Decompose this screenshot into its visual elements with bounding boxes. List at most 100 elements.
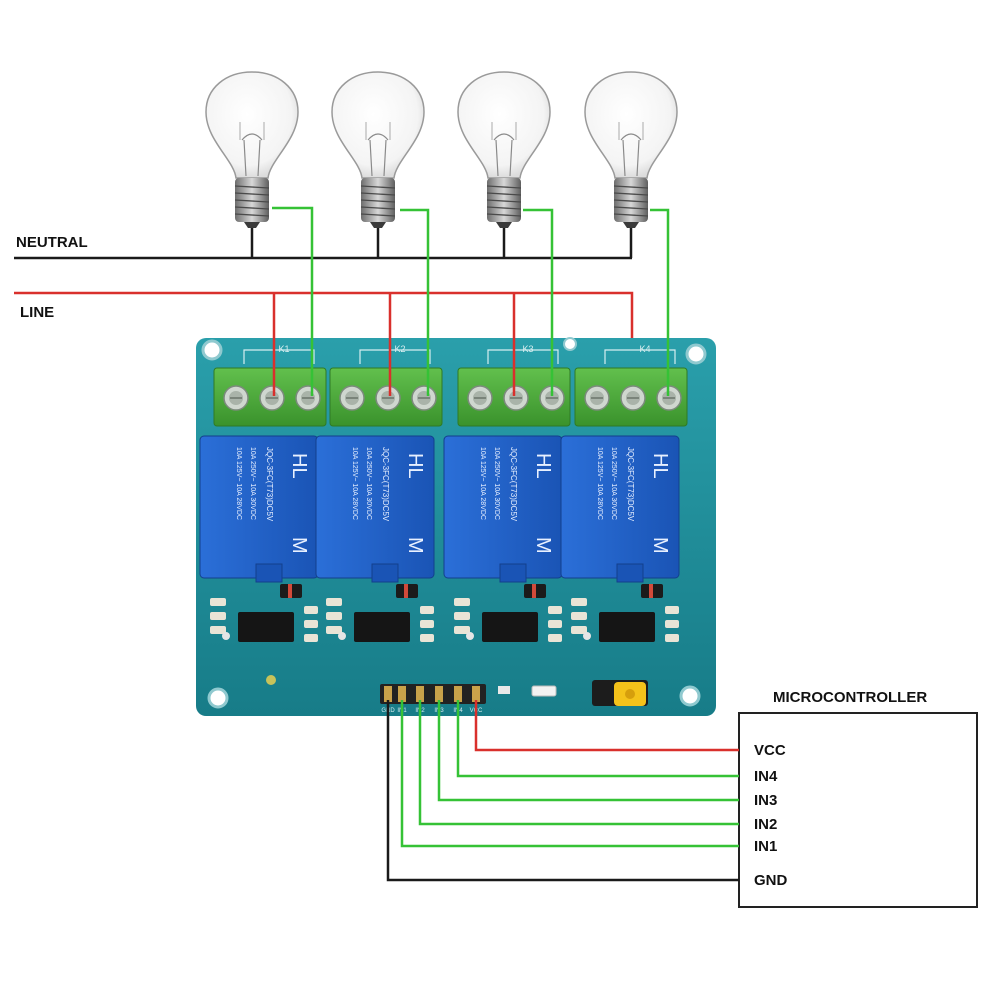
smd-resistor xyxy=(420,606,434,614)
header-pin xyxy=(384,686,392,702)
wire-vcc xyxy=(474,700,739,752)
optocoupler xyxy=(599,612,655,642)
line-drops xyxy=(272,293,516,396)
relay-logo: M xyxy=(404,537,426,554)
smd-resistor xyxy=(326,612,342,620)
relay-rating-1: 10A 250V~ 10A 30VDC xyxy=(249,447,256,520)
relay-id-label: K4 xyxy=(639,344,650,354)
microcontroller-box xyxy=(738,712,978,908)
relay-rating-1: 10A 250V~ 10A 30VDC xyxy=(365,447,372,520)
bulb-glass xyxy=(331,71,425,179)
mounting-hole xyxy=(201,339,223,361)
indicator-led xyxy=(338,632,346,640)
wire-in2 xyxy=(418,700,739,826)
smd-resistor xyxy=(304,606,318,614)
smd-resistor xyxy=(548,606,562,614)
smd-resistor xyxy=(304,620,318,628)
header-pin xyxy=(398,686,406,702)
smd-resistor xyxy=(210,612,226,620)
smd-resistor xyxy=(420,620,434,628)
bulb-filament xyxy=(620,133,642,177)
bulb-screw-base xyxy=(235,178,269,222)
smd-resistor xyxy=(571,598,587,606)
smd-resistor xyxy=(420,634,434,642)
smd-resistor xyxy=(454,626,470,634)
smd-resistor xyxy=(304,634,318,642)
relay-rating-2: 10A 125V~ 10A 28VDC xyxy=(235,447,242,520)
optocoupler xyxy=(354,612,410,642)
smd-resistor xyxy=(454,612,470,620)
relay-model: JQC-3FC(T73)DC5V xyxy=(265,447,274,522)
line-label: LINE xyxy=(20,304,54,321)
light-bulb xyxy=(331,71,425,258)
mcu-pin-in2: IN2 xyxy=(754,816,777,833)
wire-in4 xyxy=(456,700,739,778)
smd-resistor xyxy=(454,598,470,606)
mcu-pin-vcc: VCC xyxy=(754,742,786,759)
bulb-filament xyxy=(367,133,389,177)
indicator-led xyxy=(466,632,474,640)
indicator-led xyxy=(583,632,591,640)
bulb-filament xyxy=(493,133,515,177)
smd-resistor xyxy=(326,626,342,634)
relay-id-label: K2 xyxy=(394,344,405,354)
smd-resistor xyxy=(665,606,679,614)
bulb-screw-base xyxy=(487,178,521,222)
optocoupler xyxy=(482,612,538,642)
smd-resistor xyxy=(571,612,587,620)
signal-wires xyxy=(386,700,739,882)
smd-resistor xyxy=(326,598,342,606)
relay-brand: HL xyxy=(532,453,554,479)
mcu-pin-in4: IN4 xyxy=(754,768,778,785)
wire-in3 xyxy=(437,700,739,802)
relay-brand: HL xyxy=(649,453,671,479)
mounting-hole xyxy=(679,685,701,707)
relay-rating-2: 10A 125V~ 10A 28VDC xyxy=(351,447,358,520)
relay-logo: M xyxy=(288,537,310,554)
smd-resistor xyxy=(548,620,562,628)
mcu-pin-gnd: GND xyxy=(754,872,788,889)
light-bulb xyxy=(205,71,299,258)
smd-resistor xyxy=(210,598,226,606)
light-bulb xyxy=(584,71,678,258)
relay-model: JQC-3FC(T73)DC5V xyxy=(509,447,518,522)
wire-gnd xyxy=(386,700,739,882)
light-bulb xyxy=(457,71,551,258)
mounting-hole xyxy=(685,343,707,365)
optocoupler xyxy=(238,612,294,642)
status-led xyxy=(531,685,557,697)
bulb-glass xyxy=(457,71,551,179)
relay-id-label: K3 xyxy=(522,344,533,354)
relay-rating-2: 10A 125V~ 10A 28VDC xyxy=(596,447,603,520)
relay-brand: HL xyxy=(404,453,426,479)
mcu-pin-in1: IN1 xyxy=(754,838,777,855)
bulb-group xyxy=(205,71,678,258)
power-led xyxy=(498,686,510,694)
relay-logo: M xyxy=(649,537,671,554)
bulb-screw-base xyxy=(614,178,648,222)
indicator-led xyxy=(222,632,230,640)
smd-resistor xyxy=(571,626,587,634)
wire-in1 xyxy=(400,700,739,848)
mounting-hole xyxy=(563,337,577,351)
relay-id-label: K1 xyxy=(278,344,289,354)
mounting-hole xyxy=(207,687,229,709)
bulb-glass xyxy=(205,71,299,179)
smd-resistor xyxy=(210,626,226,634)
mcu-pin-in3: IN3 xyxy=(754,792,777,809)
header-pins xyxy=(380,684,486,704)
smd-resistor xyxy=(548,634,562,642)
bulb-screw-base xyxy=(361,178,395,222)
load-wires xyxy=(272,206,670,396)
bulb-glass xyxy=(584,71,678,179)
bulb-filament xyxy=(241,133,263,177)
microcontroller-title: MICROCONTROLLER xyxy=(773,689,927,706)
header-pin xyxy=(472,686,480,702)
relay-model: JQC-3FC(T73)DC5V xyxy=(381,447,390,522)
relay-brand: HL xyxy=(288,453,310,479)
